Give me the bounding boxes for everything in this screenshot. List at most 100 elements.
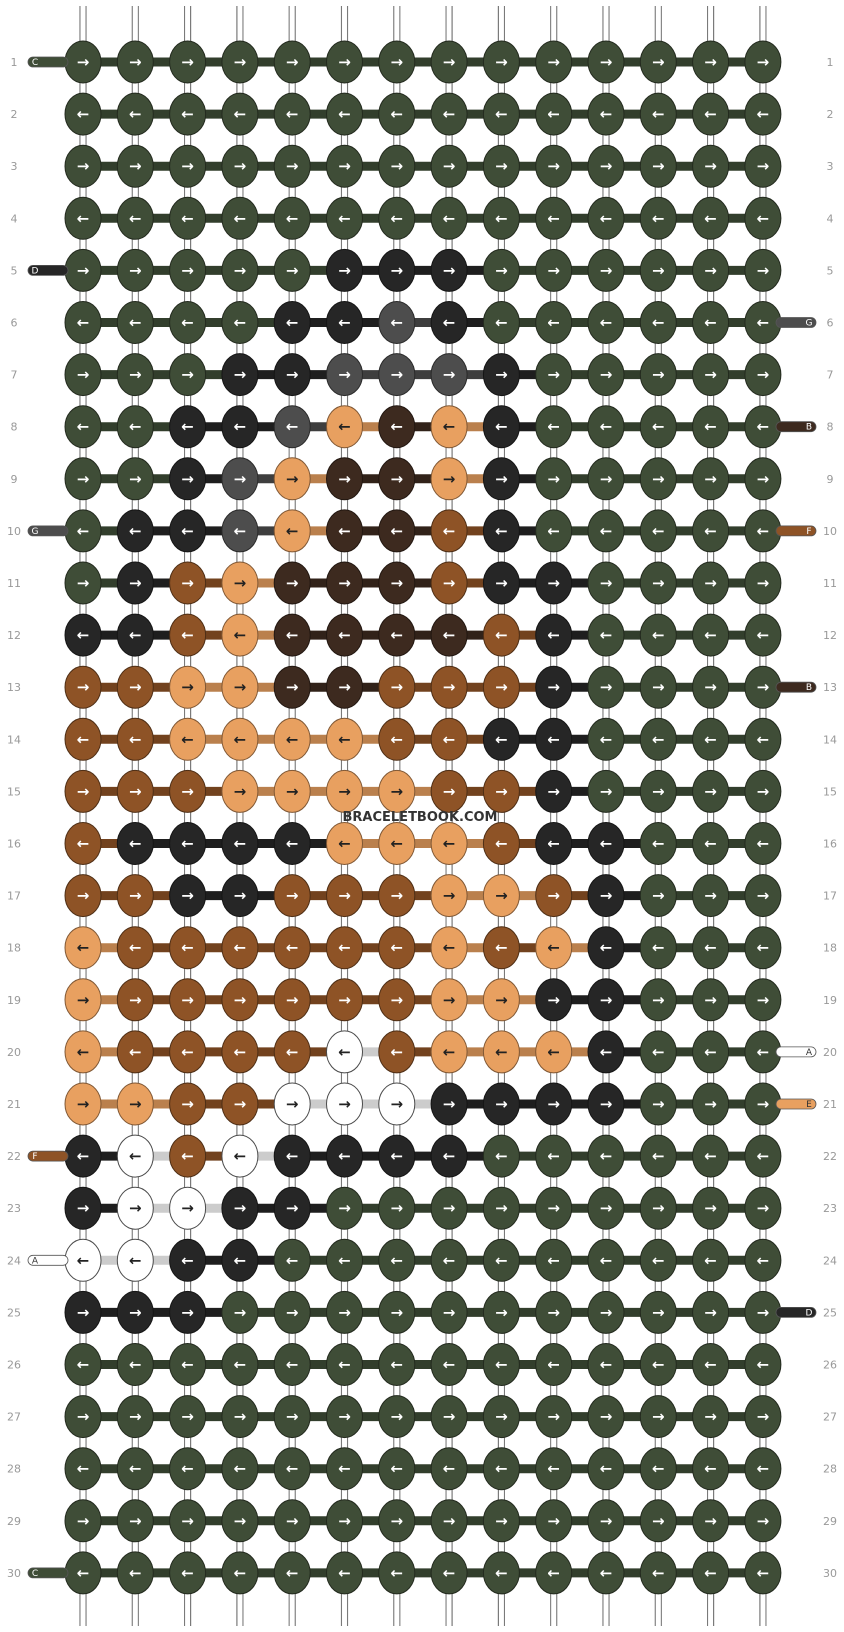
arrow-left-icon: ← bbox=[547, 522, 560, 540]
knot-body bbox=[639, 144, 677, 188]
knot-body bbox=[116, 874, 154, 918]
knot: → bbox=[430, 353, 468, 397]
svg-text:E: E bbox=[806, 1100, 812, 1110]
arrow-right-icon: → bbox=[77, 1095, 90, 1113]
arrow-left-icon: ← bbox=[338, 105, 351, 123]
knot-body bbox=[430, 769, 468, 813]
arrow-left-icon: ← bbox=[338, 1251, 351, 1269]
arrow-right-icon: → bbox=[286, 1512, 299, 1530]
knot: ← bbox=[535, 92, 573, 136]
knot-body bbox=[378, 1186, 416, 1230]
arrow-left-icon: ← bbox=[600, 1043, 613, 1061]
arrow-right-icon: → bbox=[338, 574, 351, 592]
knot-body bbox=[535, 978, 573, 1022]
knot-body bbox=[535, 40, 573, 84]
knot: → bbox=[326, 874, 363, 918]
knot: → bbox=[221, 665, 259, 709]
strand-label-right: D bbox=[775, 1307, 817, 1318]
arrow-right-icon: → bbox=[704, 53, 717, 71]
knot-body bbox=[535, 509, 573, 553]
arrow-right-icon: → bbox=[181, 574, 194, 592]
arrow-right-icon: → bbox=[338, 1303, 351, 1321]
knot: → bbox=[221, 1186, 259, 1230]
arrow-right-icon: → bbox=[600, 1408, 613, 1426]
knot-body bbox=[169, 1186, 207, 1230]
knot-body bbox=[744, 92, 782, 136]
knot-body bbox=[64, 353, 102, 397]
svg-text:C: C bbox=[32, 1569, 38, 1579]
knot: ← bbox=[273, 1343, 311, 1386]
arrow-left-icon: ← bbox=[495, 314, 508, 332]
knot-body bbox=[535, 926, 573, 970]
arrow-right-icon: → bbox=[757, 470, 770, 488]
arrow-right-icon: → bbox=[443, 53, 456, 71]
knot: ← bbox=[692, 405, 730, 449]
arrow-right-icon: → bbox=[547, 1095, 560, 1113]
arrow-right-icon: → bbox=[338, 782, 351, 800]
row-number-right: 6 bbox=[827, 317, 834, 330]
knot: → bbox=[221, 874, 259, 918]
knot-body bbox=[326, 1551, 363, 1595]
knot-body bbox=[639, 1082, 677, 1126]
row-number-right: 28 bbox=[823, 1463, 837, 1476]
knot-body bbox=[482, 196, 520, 240]
arrow-left-icon: ← bbox=[338, 835, 351, 853]
knot: ← bbox=[221, 1030, 259, 1074]
knot: → bbox=[430, 1186, 468, 1230]
knot: ← bbox=[378, 613, 416, 657]
arrow-left-icon: ← bbox=[495, 418, 508, 436]
arrow-left-icon: ← bbox=[234, 939, 247, 957]
strand-label-left: F bbox=[27, 1150, 69, 1162]
arrow-right-icon: → bbox=[704, 1408, 717, 1426]
arrow-right-icon: → bbox=[443, 470, 456, 488]
knot: → bbox=[744, 665, 782, 709]
row-number-right: 24 bbox=[823, 1254, 837, 1267]
arrow-right-icon: → bbox=[704, 1512, 717, 1530]
knot-body bbox=[535, 457, 573, 501]
knot-body bbox=[535, 717, 573, 761]
knot-body bbox=[326, 457, 363, 501]
knot: → bbox=[378, 1290, 416, 1334]
arrow-left-icon: ← bbox=[77, 314, 90, 332]
strand-label-right: A bbox=[775, 1046, 817, 1058]
arrow-left-icon: ← bbox=[286, 939, 299, 957]
knot: → bbox=[273, 665, 311, 709]
arrow-right-icon: → bbox=[600, 574, 613, 592]
arrow-left-icon: ← bbox=[338, 314, 351, 332]
knot: ← bbox=[639, 1030, 677, 1074]
knot-body bbox=[587, 769, 625, 813]
knot-body bbox=[378, 561, 416, 605]
knot: → bbox=[744, 978, 782, 1022]
knot-body bbox=[482, 1395, 520, 1439]
knot-body bbox=[221, 1186, 259, 1230]
arrow-right-icon: → bbox=[338, 678, 351, 696]
knot: ← bbox=[273, 1134, 311, 1178]
knot: ← bbox=[587, 1447, 625, 1491]
knot-body bbox=[587, 92, 625, 136]
knot: ← bbox=[430, 1134, 468, 1178]
knot-body bbox=[744, 717, 782, 761]
arrow-left-icon: ← bbox=[600, 522, 613, 540]
arrow-right-icon: → bbox=[77, 1303, 90, 1321]
knot: → bbox=[639, 1395, 677, 1439]
knot: → bbox=[326, 978, 363, 1022]
arrow-right-icon: → bbox=[757, 53, 770, 71]
arrow-right-icon: → bbox=[181, 678, 194, 696]
knot-body bbox=[430, 717, 468, 761]
row-number-right: 2 bbox=[827, 108, 834, 121]
arrow-right-icon: → bbox=[391, 1512, 404, 1530]
arrow-right-icon: → bbox=[391, 574, 404, 592]
knot-body bbox=[378, 1030, 416, 1074]
arrow-right-icon: → bbox=[600, 991, 613, 1009]
arrow-left-icon: ← bbox=[652, 1356, 665, 1374]
arrow-left-icon: ← bbox=[286, 1356, 299, 1374]
knot: → bbox=[221, 457, 259, 501]
knot: → bbox=[273, 1082, 311, 1126]
knot: ← bbox=[482, 509, 520, 553]
arrow-left-icon: ← bbox=[443, 939, 456, 957]
knot-body bbox=[430, 1343, 468, 1386]
knot: → bbox=[639, 1499, 677, 1543]
svg-text:A: A bbox=[806, 1048, 813, 1058]
knot: → bbox=[273, 1395, 311, 1439]
knot: → bbox=[744, 457, 782, 501]
